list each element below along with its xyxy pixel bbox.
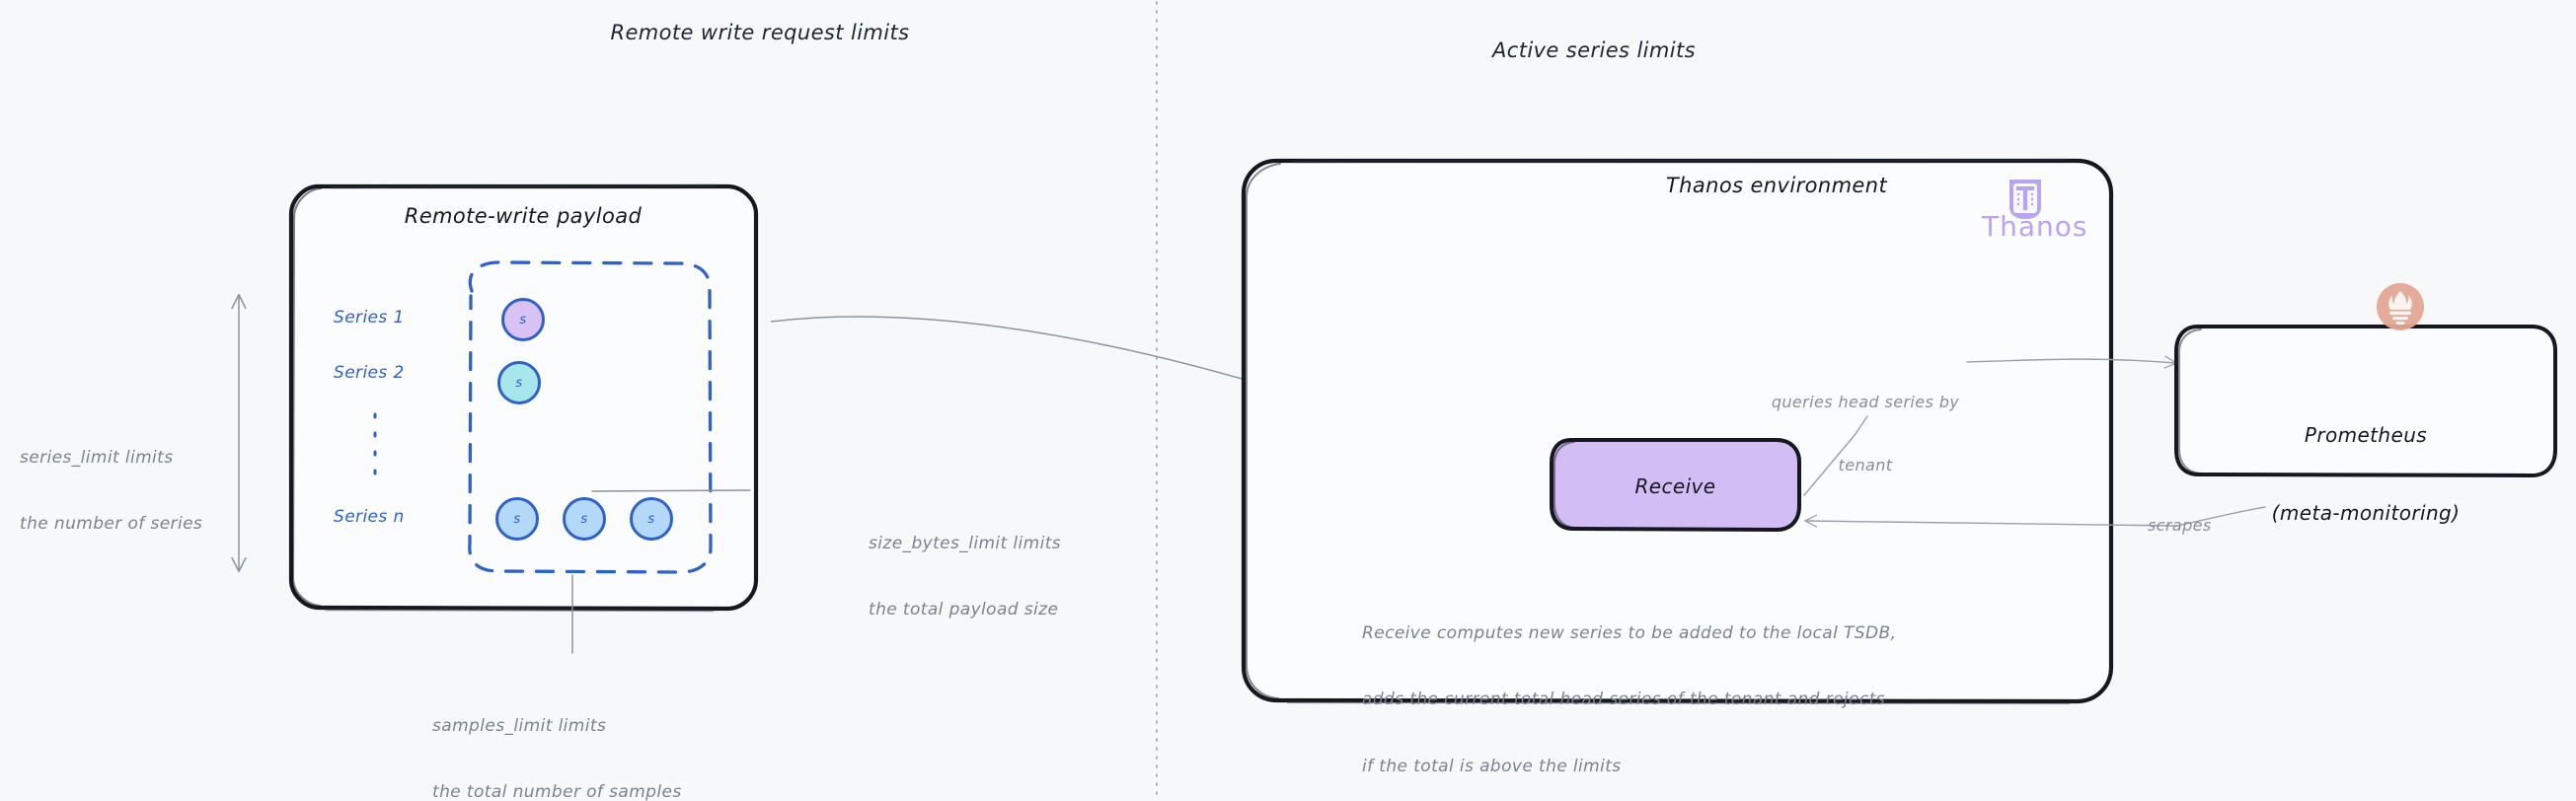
samples-limit-line2: the total number of samples [432,782,682,801]
sample-glyph: s [647,511,655,527]
sample-circle-seriesn-3[interactable]: s [630,497,673,541]
receive-node-label[interactable]: Receive [1634,474,1716,498]
receive-note: Receive computes new series to be added … [1362,578,1896,801]
queries-head-series-line2: tenant [1838,455,1893,474]
queries-head-series-annotation: queries head series by tenant [1757,350,1974,517]
prometheus-label-line1: Prometheus [2304,422,2428,447]
series-label-2: Series 2 [334,363,405,383]
sample-glyph: s [513,511,521,527]
series-label-n: Series n [334,507,405,527]
sample-circle-seriesn-2[interactable]: s [563,497,606,541]
payload-to-receive-arrow [770,316,1412,437]
sample-circle-seriesn-1[interactable]: s [495,497,539,541]
sample-glyph: s [519,312,527,328]
series-label-1: Series 1 [334,308,405,328]
section-title-left: Remote write request limits [610,21,910,44]
samples-limit-line1: samples_limit limits [432,715,607,736]
thanos-environment-title: Thanos environment [1665,174,1888,197]
sample-glyph: s [515,375,523,391]
series-limit-annotation: series_limit limits the number of series [20,402,202,580]
queries-head-series-line1: queries head series by [1771,393,1960,412]
size-bytes-limit-line2: the total payload size [869,600,1059,620]
sample-glyph: s [580,511,588,527]
prometheus-torch-icon [2377,283,2424,330]
thanos-logo-text: Thanos [1982,210,2088,243]
scrapes-annotation: scrapes [2148,516,2212,535]
queries-head-series-to-prom [1966,355,2177,369]
receive-note-line3: if the total is above the limits [1362,756,1622,776]
receive-note-line1: Receive computes new series to be added … [1362,622,1897,643]
prometheus-label-line2: (meta-monitoring) [2271,500,2461,525]
sample-circle-series2-1[interactable]: s [497,361,541,404]
section-title-right: Active series limits [1491,38,1696,62]
payload-box-title: Remote-write payload [404,204,643,228]
receive-note-line2: adds the current total head series of th… [1362,690,1885,710]
size-bytes-leader [591,489,751,492]
size-bytes-limit-annotation: size_bytes_limit limits the total payloa… [869,488,1061,666]
sample-circle-series1-1[interactable]: s [501,298,545,341]
samples-limit-annotation: samples_limit limits the total number of… [432,671,682,801]
prometheus-node-label[interactable]: Prometheus (meta-monitoring) [2176,370,2555,578]
series-limit-line1: series_limit limits [20,447,174,468]
size-bytes-limit-line1: size_bytes_limit limits [869,533,1062,553]
series-limit-line2: the number of series [20,514,203,535]
